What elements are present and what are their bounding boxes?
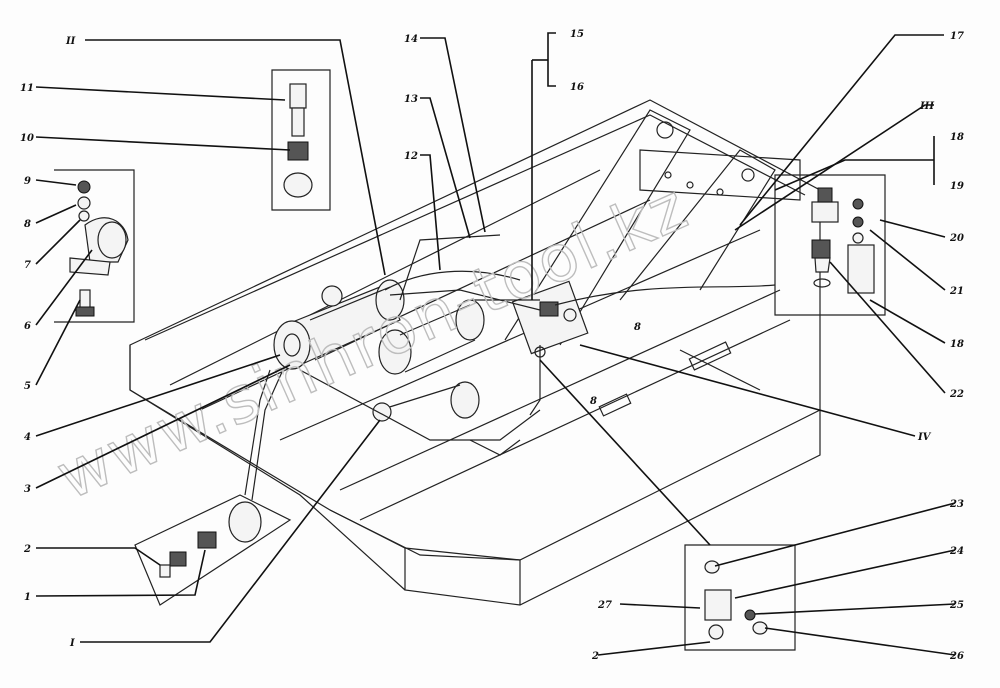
callout-9: 9 (24, 176, 31, 187)
callout-23: 23 (949, 499, 964, 510)
inset-unions (134, 494, 292, 606)
callout-20: 20 (949, 233, 964, 244)
callout-I: I (69, 638, 75, 649)
frame-tray (129, 99, 821, 606)
callout-17: 17 (950, 31, 964, 42)
callout-19: 19 (950, 181, 964, 192)
inset-sender (54, 169, 135, 323)
pump-cylinder (273, 279, 485, 422)
callout-6: 6 (24, 321, 31, 332)
callout-14: 14 (404, 34, 418, 45)
callout-7: 7 (24, 260, 31, 271)
a-frame-bracket (504, 109, 801, 346)
callout-3: 3 (24, 484, 31, 495)
watermark-text: www.sinhron-tool.kz (46, 170, 699, 515)
callout-4: 4 (24, 432, 31, 443)
frame-mark-8b: 8 (590, 396, 597, 407)
inset-switches (774, 174, 886, 316)
callout-18-lower: 18 (950, 339, 964, 350)
hose-lines (244, 234, 776, 501)
frame-mark-8a: 8 (634, 322, 641, 333)
callout-24: 24 (949, 546, 964, 557)
inset-fitting (271, 69, 331, 211)
callout-21: 21 (949, 286, 964, 297)
callout-18-top: 18 (950, 132, 964, 143)
callout-III: III (919, 101, 934, 112)
callout-26: 26 (949, 651, 964, 662)
callout-10: 10 (20, 133, 34, 144)
callout-16: 16 (570, 82, 584, 93)
leader-lines (35, 32, 956, 656)
callout-15: 15 (570, 29, 584, 40)
callout-labels: 11 10 9 8 7 6 5 4 3 2 1 II I 14 13 12 15… (20, 29, 964, 662)
inset-valve-parts (684, 544, 796, 651)
callout-22: 22 (949, 389, 964, 400)
callout-11: 11 (20, 83, 34, 94)
callout-2: 2 (23, 544, 31, 555)
callout-IV: IV (917, 432, 932, 443)
callout-5: 5 (24, 381, 31, 392)
callout-8: 8 (24, 219, 31, 230)
callout-25: 25 (949, 600, 964, 611)
callout-2-lower: 2 (591, 651, 599, 662)
callout-12: 12 (404, 151, 418, 162)
callout-II: II (65, 36, 76, 47)
callout-1: 1 (24, 592, 31, 603)
callout-13: 13 (404, 94, 418, 105)
callout-27: 27 (597, 600, 612, 611)
